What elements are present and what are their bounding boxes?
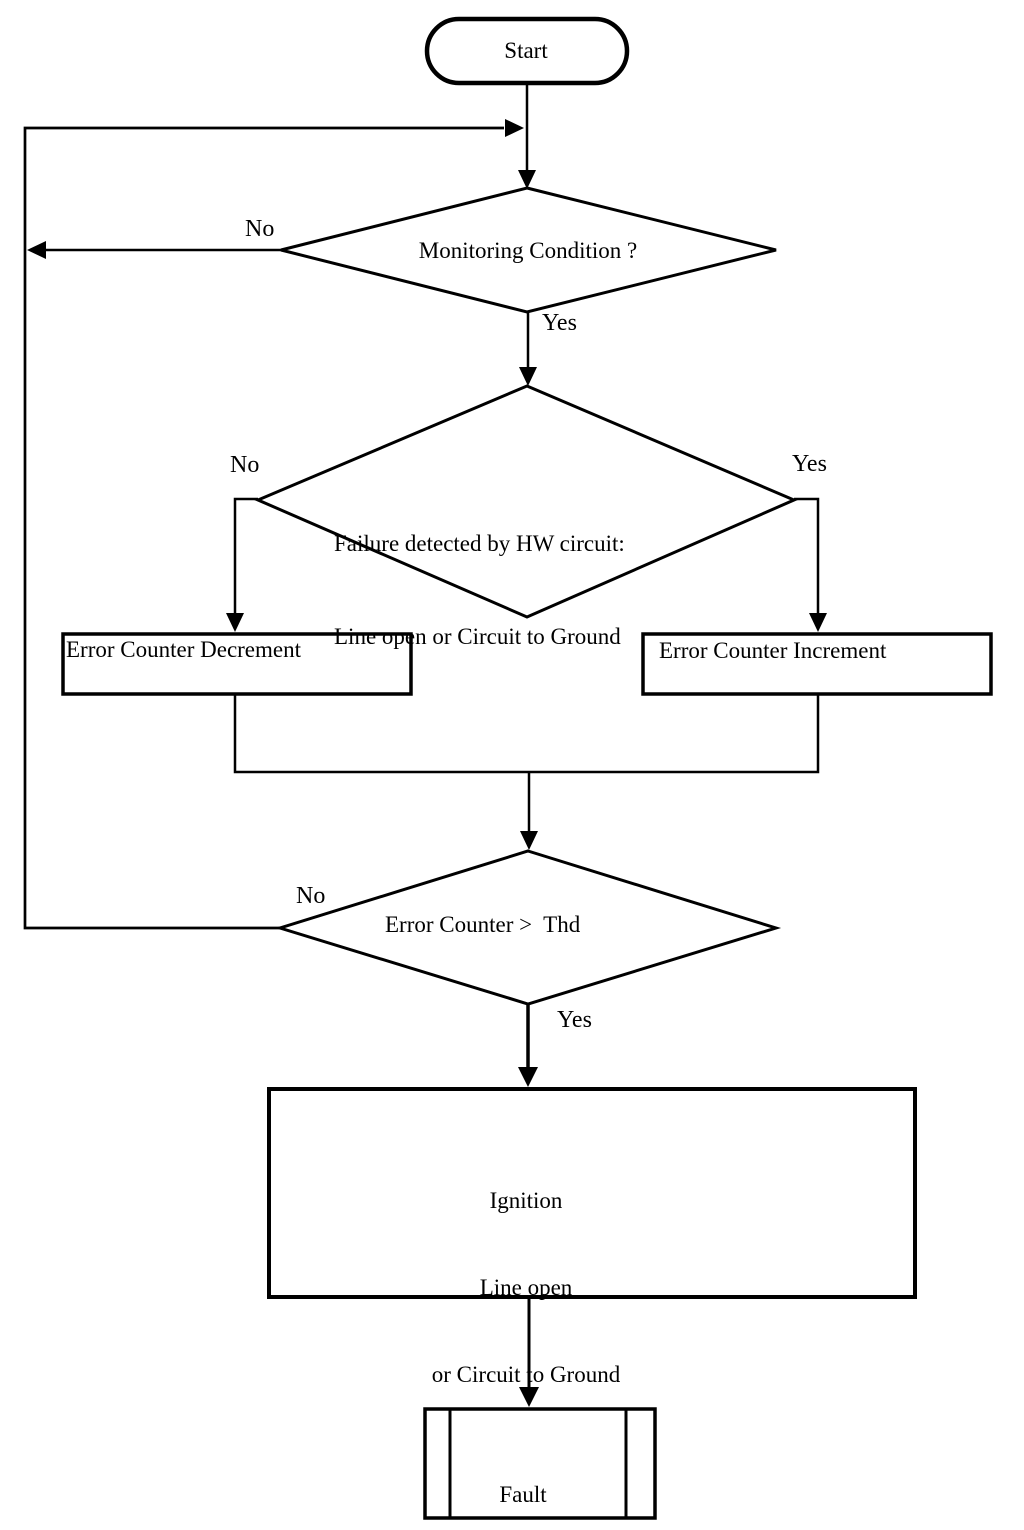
connector-failure-yes	[794, 497, 820, 613]
connector-threshold-no-loop	[23, 126, 504, 930]
ignition-node-label: Ignition Line open or Circuit to Ground	[432, 1128, 620, 1447]
fault-predefined-inner-bars	[448, 1410, 628, 1517]
arrowhead-into-threshold	[520, 831, 538, 850]
ignition-process-shape	[267, 1087, 917, 1299]
failure-node-label-line1: Failure detected by HW circuit:	[334, 531, 625, 556]
arrowhead-loop-junction	[505, 119, 524, 137]
threshold-no-label: No	[296, 883, 326, 909]
failure-node-label: Failure detected by HW circuit: Line ope…	[334, 466, 625, 714]
monitoring-yes-label: Yes	[542, 310, 577, 336]
arrowhead-into-monitoring	[518, 170, 536, 189]
arrowhead-into-fault	[519, 1387, 539, 1407]
arrowhead-into-increment	[809, 613, 827, 632]
decrement-process-shape	[61, 632, 413, 696]
ignition-node-label-line3: or Circuit to Ground	[431, 1362, 621, 1387]
connector-merge	[233, 694, 820, 774]
monitoring-node-label: Monitoring Condition ?	[418, 237, 638, 263]
start-node-label: Start	[504, 37, 548, 63]
threshold-yes-label: Yes	[557, 1007, 592, 1033]
fault-predefined-shape	[423, 1407, 657, 1520]
failure-decision-shape	[254, 384, 798, 619]
arrowhead-into-ignition	[518, 1067, 538, 1087]
threshold-decision-shape	[274, 849, 782, 1006]
arrowhead-into-failure	[519, 367, 537, 386]
ignition-node-label-line1: Ignition	[489, 1188, 563, 1213]
arrowhead-into-decrement	[226, 613, 244, 632]
failure-node-label-line2: Line open or Circuit to Ground	[334, 624, 621, 649]
fault-node-label: Fault Processing	[473, 1422, 573, 1530]
failure-no-label: No	[230, 452, 260, 478]
monitoring-no-label: No	[245, 216, 275, 242]
increment-process-shape	[641, 632, 993, 696]
fault-node-label-line1: Fault	[499, 1482, 547, 1507]
ignition-node-label-line2: Line open	[479, 1275, 573, 1300]
monitoring-decision-shape	[280, 186, 777, 314]
threshold-node-label: Error Counter > Thd	[385, 912, 581, 937]
increment-node-label: Error Counter Increment	[659, 638, 887, 663]
arrowhead-monitoring-no	[27, 241, 46, 259]
start-terminator-shape	[424, 16, 630, 86]
decrement-node-label: Error Counter Decrement	[66, 637, 302, 662]
failure-yes-label: Yes	[792, 451, 827, 477]
connector-failure-no	[233, 497, 258, 613]
